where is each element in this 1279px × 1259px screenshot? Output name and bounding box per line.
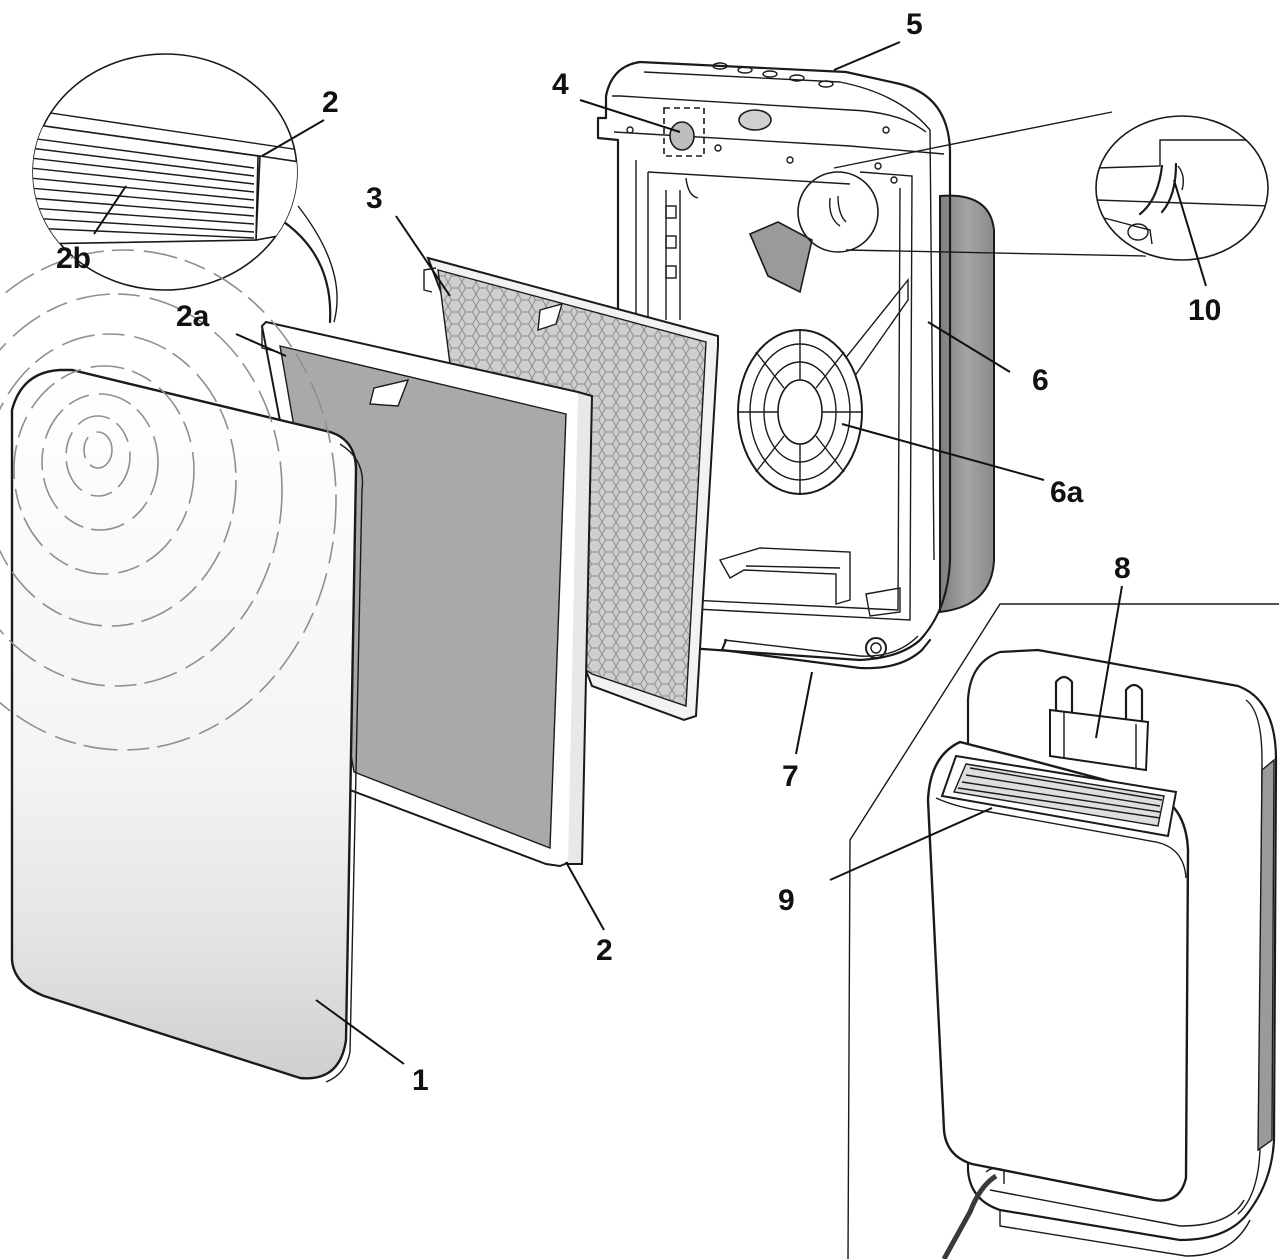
sensor-window: [663, 107, 705, 157]
handle: [1049, 675, 1150, 772]
label-part-6: 6: [1032, 364, 1049, 397]
housing-tab: [748, 221, 813, 294]
label-part-5: 5: [906, 8, 923, 41]
front-panel: [0, 249, 364, 1083]
housing-base: [720, 638, 932, 670]
label-part-2b: 2b: [56, 242, 91, 275]
housing-side-panel: [939, 194, 995, 614]
label-part-7: 7: [782, 760, 799, 793]
fan-grille: [737, 329, 863, 495]
label-part-1: 1: [412, 1064, 429, 1097]
label-part-10: 10: [1188, 294, 1221, 327]
label-part-9: 9: [778, 884, 795, 917]
leader-lines: [93, 41, 1207, 1065]
housing-frame: [596, 60, 952, 662]
housing: [596, 60, 995, 670]
control-buttons: [712, 62, 834, 88]
label-part-8: 8: [1114, 552, 1131, 585]
label-part-3: 3: [366, 182, 383, 215]
assembled-unit: [926, 648, 1278, 1259]
label-part-4: 4: [552, 68, 569, 101]
label-part-2-top: 2: [322, 86, 339, 119]
label-part-2-bottom: 2: [596, 934, 613, 967]
label-part-6a: 6a: [1050, 476, 1084, 509]
part-labels: 1 2 2 2b 2a 3 4 5 6 6a 7 8 9 10: [56, 8, 1221, 1097]
top-vent-oval: [738, 109, 772, 131]
zoom-detail-filter-edge: [32, 53, 298, 291]
sensor: [669, 121, 695, 151]
zoom-detail-hook: [1095, 115, 1269, 261]
top-vent: [940, 754, 1178, 838]
label-part-2a: 2a: [176, 300, 210, 333]
